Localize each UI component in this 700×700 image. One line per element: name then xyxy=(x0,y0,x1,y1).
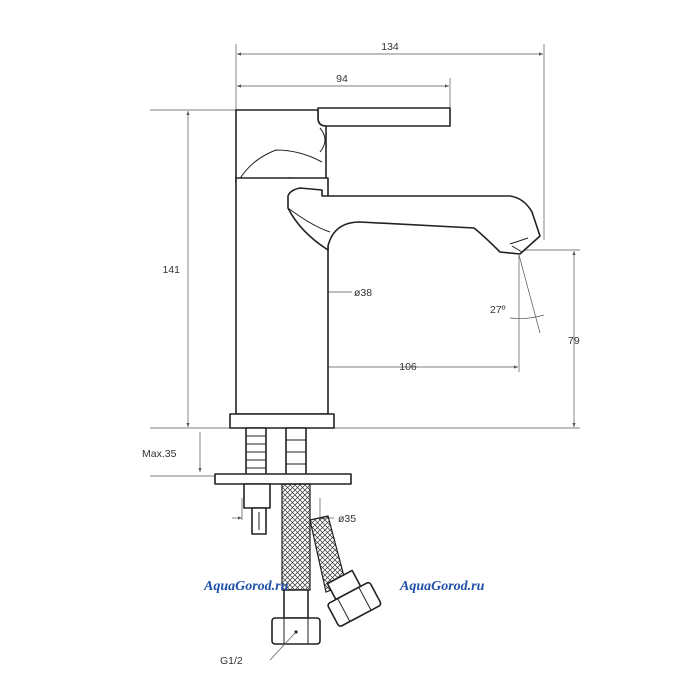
spout-height-label: 79 xyxy=(568,335,580,347)
deck-plate xyxy=(214,473,352,485)
reach-label: 106 xyxy=(399,361,417,373)
braided-hose-left xyxy=(281,483,311,591)
thread-label: G1/2 xyxy=(220,655,243,667)
spout-angle-label: 27º xyxy=(490,304,506,316)
faucet-body xyxy=(229,107,541,429)
mounting-nut xyxy=(243,483,271,509)
cartridge-head xyxy=(235,109,327,183)
hole-diameter-label: ø35 xyxy=(338,513,356,525)
dimension-spout-angle: 27º xyxy=(490,254,545,334)
mounting-assembly: Max.35 ø35 xyxy=(142,427,382,667)
max-deck-label: Max.35 xyxy=(142,448,177,460)
overall-width-label: 134 xyxy=(381,41,399,53)
dimension-height: 141 xyxy=(150,109,580,429)
faucet-spout xyxy=(287,187,541,255)
dimension-overall-width: 134 xyxy=(235,41,545,240)
height-label: 141 xyxy=(162,264,180,276)
body-diameter-label: ø38 xyxy=(354,287,372,299)
dimension-lever-width: 94 xyxy=(237,73,451,110)
hose-nut-right xyxy=(327,581,382,627)
lever-width-label: 94 xyxy=(336,73,348,85)
watermark-left: AquaGorod.ru xyxy=(203,579,289,594)
dimension-spout-height: 79 xyxy=(520,249,580,427)
faucet-lever xyxy=(317,107,451,127)
watermark-right: AquaGorod.ru xyxy=(399,579,485,594)
hose-fitting-left xyxy=(283,589,309,619)
faucet-base-flange xyxy=(229,413,335,429)
